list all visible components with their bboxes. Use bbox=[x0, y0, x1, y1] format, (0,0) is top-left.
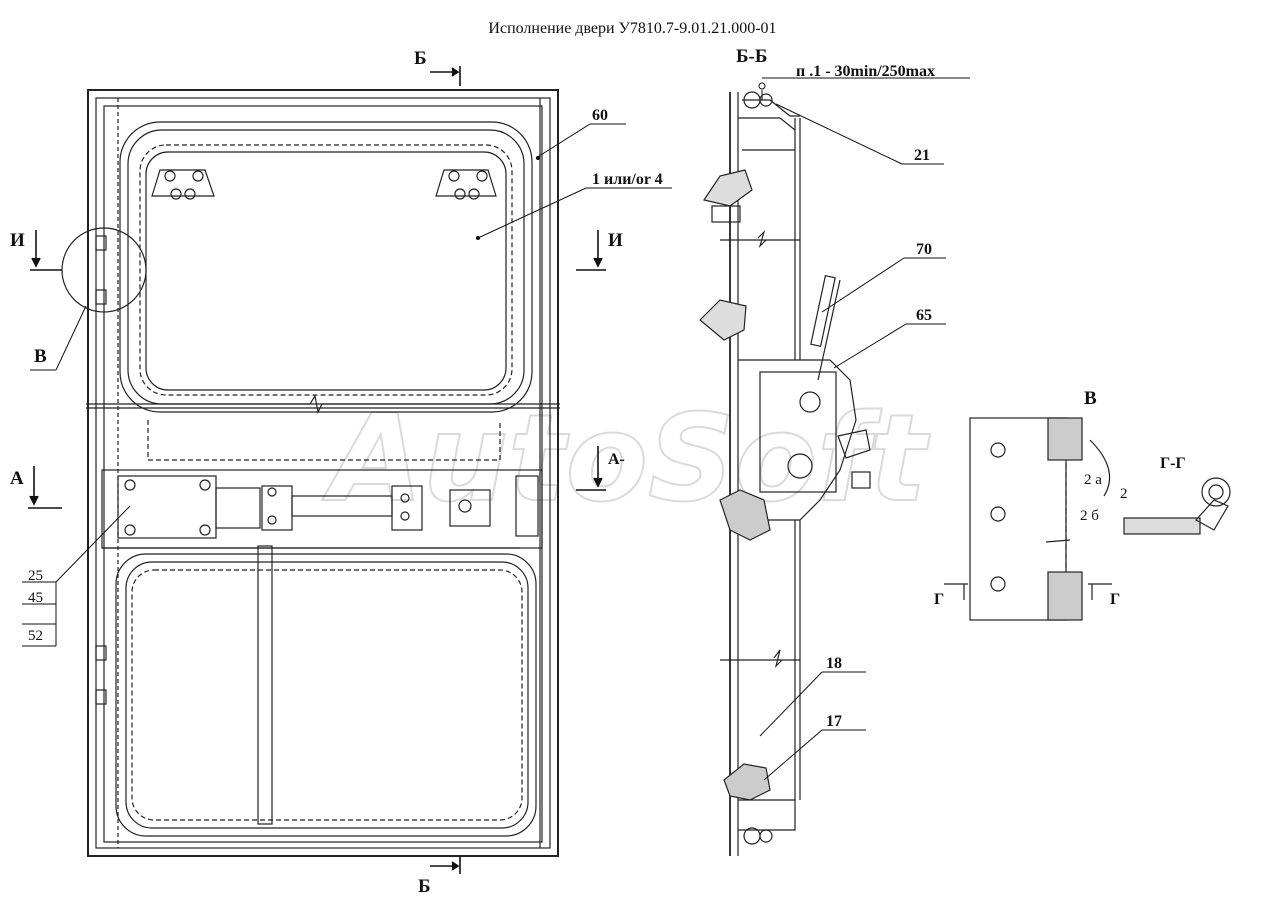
section-i-left-label: И bbox=[10, 230, 25, 251]
section-g-right-label: Г bbox=[1110, 591, 1120, 608]
view-v-title: В bbox=[1084, 388, 1097, 409]
callout-17: 17 bbox=[826, 713, 842, 730]
callout-65: 65 bbox=[916, 307, 932, 324]
callout-1-or-4: 1 или/or 4 bbox=[592, 171, 663, 188]
callout-60: 60 bbox=[592, 107, 608, 124]
section-bb-title: Б-Б bbox=[736, 46, 767, 67]
callout-52: 52 bbox=[28, 628, 43, 644]
callout-2a: 2 а bbox=[1084, 472, 1102, 488]
section-i-right-label: И bbox=[608, 230, 623, 251]
callout-25: 25 bbox=[28, 568, 43, 584]
section-b-top-label: Б bbox=[414, 48, 427, 69]
callout-45: 45 bbox=[28, 590, 43, 606]
section-g-left-label: Г bbox=[934, 591, 944, 608]
section-gg-title: Г-Г bbox=[1160, 455, 1186, 472]
front-leaders bbox=[22, 123, 672, 647]
section-a-left-label: А bbox=[10, 468, 24, 489]
bb-leaders bbox=[758, 77, 970, 781]
callout-70: 70 bbox=[916, 241, 932, 258]
view-v-callout-label: В bbox=[34, 346, 47, 367]
section-markers bbox=[28, 66, 606, 874]
torque-note: п .1 - 30min/250max bbox=[796, 63, 935, 80]
section-a-right-label: А- bbox=[608, 451, 625, 468]
callout-21: 21 bbox=[914, 147, 930, 164]
callout-2: 2 bbox=[1120, 486, 1128, 502]
drawing-title: Исполнение двери У7810.7-9.01.21.000-01 bbox=[488, 20, 777, 37]
section-bb-view bbox=[699, 91, 871, 856]
view-v bbox=[944, 417, 1112, 621]
callout-18: 18 bbox=[826, 655, 842, 672]
section-gg bbox=[1123, 477, 1231, 535]
callout-2b: 2 б bbox=[1080, 508, 1099, 524]
door-front-view bbox=[61, 89, 560, 857]
section-b-bottom-label: Б bbox=[418, 876, 431, 897]
